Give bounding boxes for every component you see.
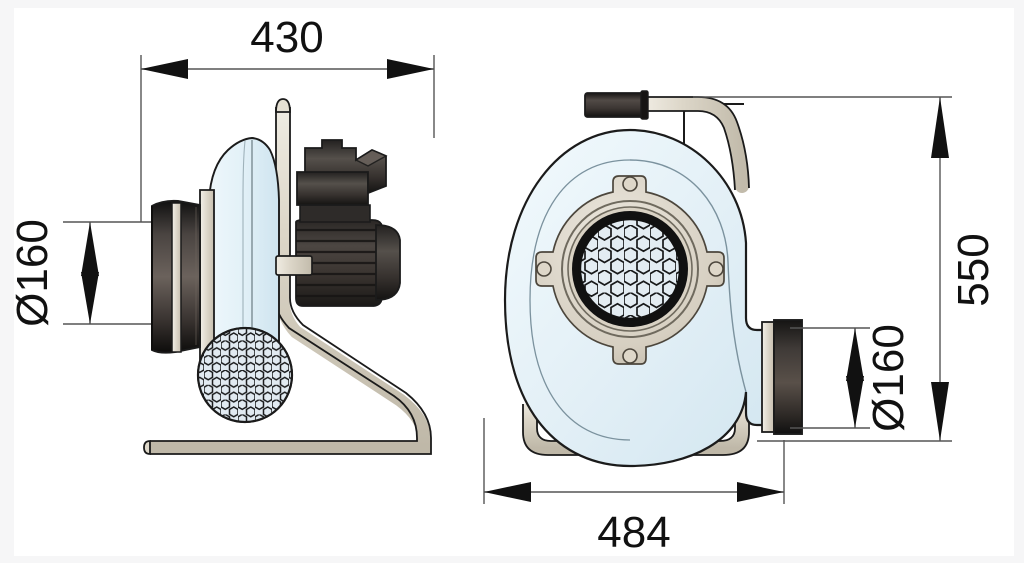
front-view xyxy=(503,90,803,468)
dimension-label-d160-right: Ø160 xyxy=(864,324,913,432)
housing-highlight-line xyxy=(242,140,246,360)
arrowhead-484-left xyxy=(484,482,531,502)
stand-foot-cap xyxy=(143,440,151,455)
dimension-484: 484 xyxy=(483,418,785,557)
motor-terminal-base xyxy=(299,204,371,223)
honeycomb-grille-front xyxy=(580,219,680,319)
mount-bolt-bottom xyxy=(622,348,638,364)
mount-bolt-right xyxy=(708,261,724,277)
tubular-stand-edge-bottom xyxy=(150,107,432,455)
honeycomb-grille-side-rim xyxy=(196,326,294,424)
motor-switch-face xyxy=(354,149,388,167)
arrowhead-d160l-bottom xyxy=(81,272,99,324)
arrowhead-430-right xyxy=(387,59,434,79)
carry-handle-edge-top xyxy=(644,96,750,189)
carry-handle-tube xyxy=(637,97,749,193)
side-view xyxy=(143,98,432,455)
arrowhead-d160r-top xyxy=(846,328,864,381)
dimension-550: 550 xyxy=(693,96,998,442)
dimension-label-484: 484 xyxy=(597,508,670,557)
inlet-ring-outer xyxy=(561,200,699,338)
honeycomb-grille-front-rim xyxy=(578,217,682,321)
dimension-diameter-160-left: Ø160 xyxy=(8,219,175,327)
arrowhead-d160r-bottom xyxy=(846,376,864,428)
dimension-label-430: 430 xyxy=(250,13,323,62)
outlet-duct-collar xyxy=(761,321,775,433)
dimension-430: 430 xyxy=(140,13,435,222)
honeycomb-grille-side-cells xyxy=(198,328,292,422)
handle-grip xyxy=(584,92,648,118)
arrowhead-550-bottom xyxy=(931,382,949,441)
motor-end-bell xyxy=(375,224,401,301)
carry-handle-edge-bottom xyxy=(644,110,736,191)
motor-terminal-box xyxy=(296,171,369,206)
dimension-diameter-160-right: Ø160 xyxy=(790,324,913,432)
arrowhead-484-right xyxy=(737,482,784,502)
outlet-duct xyxy=(773,319,803,435)
arrowhead-d160l-top xyxy=(81,222,99,276)
stand-clamp-bracket xyxy=(275,255,313,276)
housing-flange-side xyxy=(199,189,215,363)
mount-bolt-left xyxy=(536,261,552,277)
volute-spiral-line xyxy=(629,159,747,393)
mount-bolt-top xyxy=(622,176,638,192)
arrowhead-550-top xyxy=(931,97,949,158)
arrowhead-430-left xyxy=(141,59,188,79)
dimension-label-d160-left: Ø160 xyxy=(8,219,57,327)
handle-grip-end-ring xyxy=(640,90,649,120)
inlet-duct-collar xyxy=(171,202,182,353)
dimension-label-550: 550 xyxy=(949,233,998,306)
housing-inner-circle-line xyxy=(529,159,631,441)
stand-post-cap xyxy=(275,98,291,113)
